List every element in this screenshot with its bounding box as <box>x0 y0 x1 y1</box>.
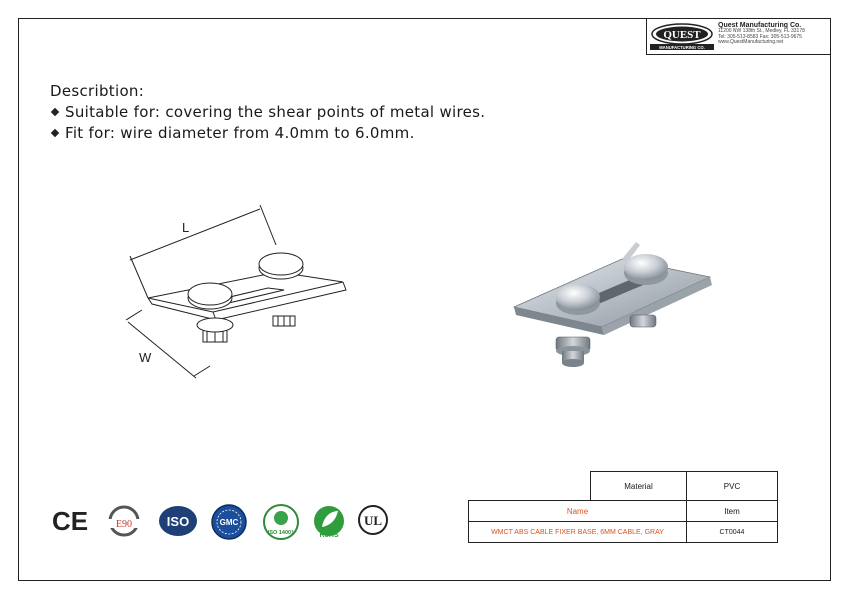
company-title-block: QUEST MANUFACTURING CO. Quest Manufactur… <box>646 19 831 55</box>
svg-text:GMC: GMC <box>220 518 239 527</box>
ce-mark-icon: CE <box>52 506 88 536</box>
company-name: Quest Manufacturing Co. <box>718 22 802 29</box>
material-label: Material <box>590 471 687 501</box>
gmc-mark-icon: GMC <box>211 504 247 540</box>
iso14001-mark-icon: ISO 14001 <box>263 504 299 540</box>
name-label: Name <box>468 500 687 522</box>
product-render <box>512 242 712 367</box>
material-table: Material PVC <box>590 471 778 501</box>
e90-mark-icon: E90 <box>108 505 140 537</box>
item-table: Name Item WMCT ABS CABLE FIXER BASE, 6MM… <box>468 500 778 543</box>
product-name: WMCT ABS CABLE FIXER BASE, 6MM CABLE, GR… <box>468 521 687 543</box>
dimension-line-drawing: L W <box>125 204 347 379</box>
iso-mark-icon: ISO <box>159 506 197 536</box>
bullet-icon <box>50 128 60 138</box>
material-value: PVC <box>686 471 778 501</box>
svg-text:RoHS: RoHS <box>319 532 338 539</box>
rohs-mark-icon: RoHS <box>314 506 344 539</box>
company-address: 11200 NW 138th St., Medley, FL 33178 <box>718 28 805 35</box>
svg-text:CE: CE <box>52 506 88 536</box>
svg-text:E90: E90 <box>116 519 132 530</box>
item-label: Item <box>686 500 778 522</box>
width-label: W <box>139 350 152 365</box>
company-phone: Tel: 305-513-8583 Fax: 305-513-9675 <box>718 33 802 40</box>
description-heading: Describtion: <box>50 82 145 100</box>
company-web: www.QuestManufacturing.net <box>718 38 784 45</box>
ul-mark-icon: UL <box>358 505 388 535</box>
svg-text:ISO 14001: ISO 14001 <box>268 530 294 536</box>
logo-word: QUEST <box>663 29 701 41</box>
quest-logo: QUEST MANUFACTURING CO. <box>650 23 714 50</box>
description-line: Suitable for: covering the shear points … <box>50 102 485 123</box>
logo-subtitle: MANUFACTURING CO. <box>659 45 705 50</box>
item-code: CT0044 <box>686 521 778 543</box>
svg-text:UL: UL <box>364 513 382 528</box>
product-description: Describtion: Suitable for: covering the … <box>50 81 485 144</box>
description-line: Fit for: wire diameter from 4.0mm to 6.0… <box>50 123 485 144</box>
bullet-icon <box>50 107 60 117</box>
drawing-sheet-border <box>18 18 831 581</box>
length-label: L <box>182 220 189 235</box>
svg-text:ISO: ISO <box>167 514 189 529</box>
